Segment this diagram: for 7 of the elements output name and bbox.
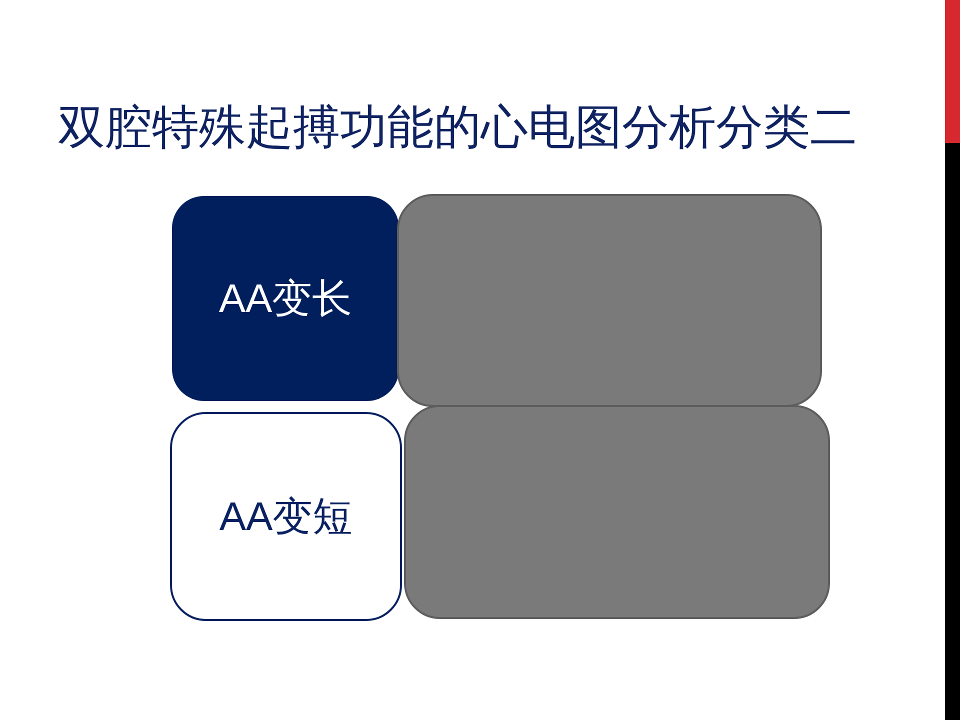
- blank-panel: [397, 194, 822, 407]
- category-label: AA变短: [219, 494, 353, 540]
- category-box: [172, 196, 399, 401]
- category-label: AA变长: [218, 276, 352, 322]
- slide-title: 双腔特殊起搏功能的心电图分析分类二: [58, 101, 857, 153]
- category-box: [170, 412, 402, 621]
- blank-panel: [404, 405, 830, 619]
